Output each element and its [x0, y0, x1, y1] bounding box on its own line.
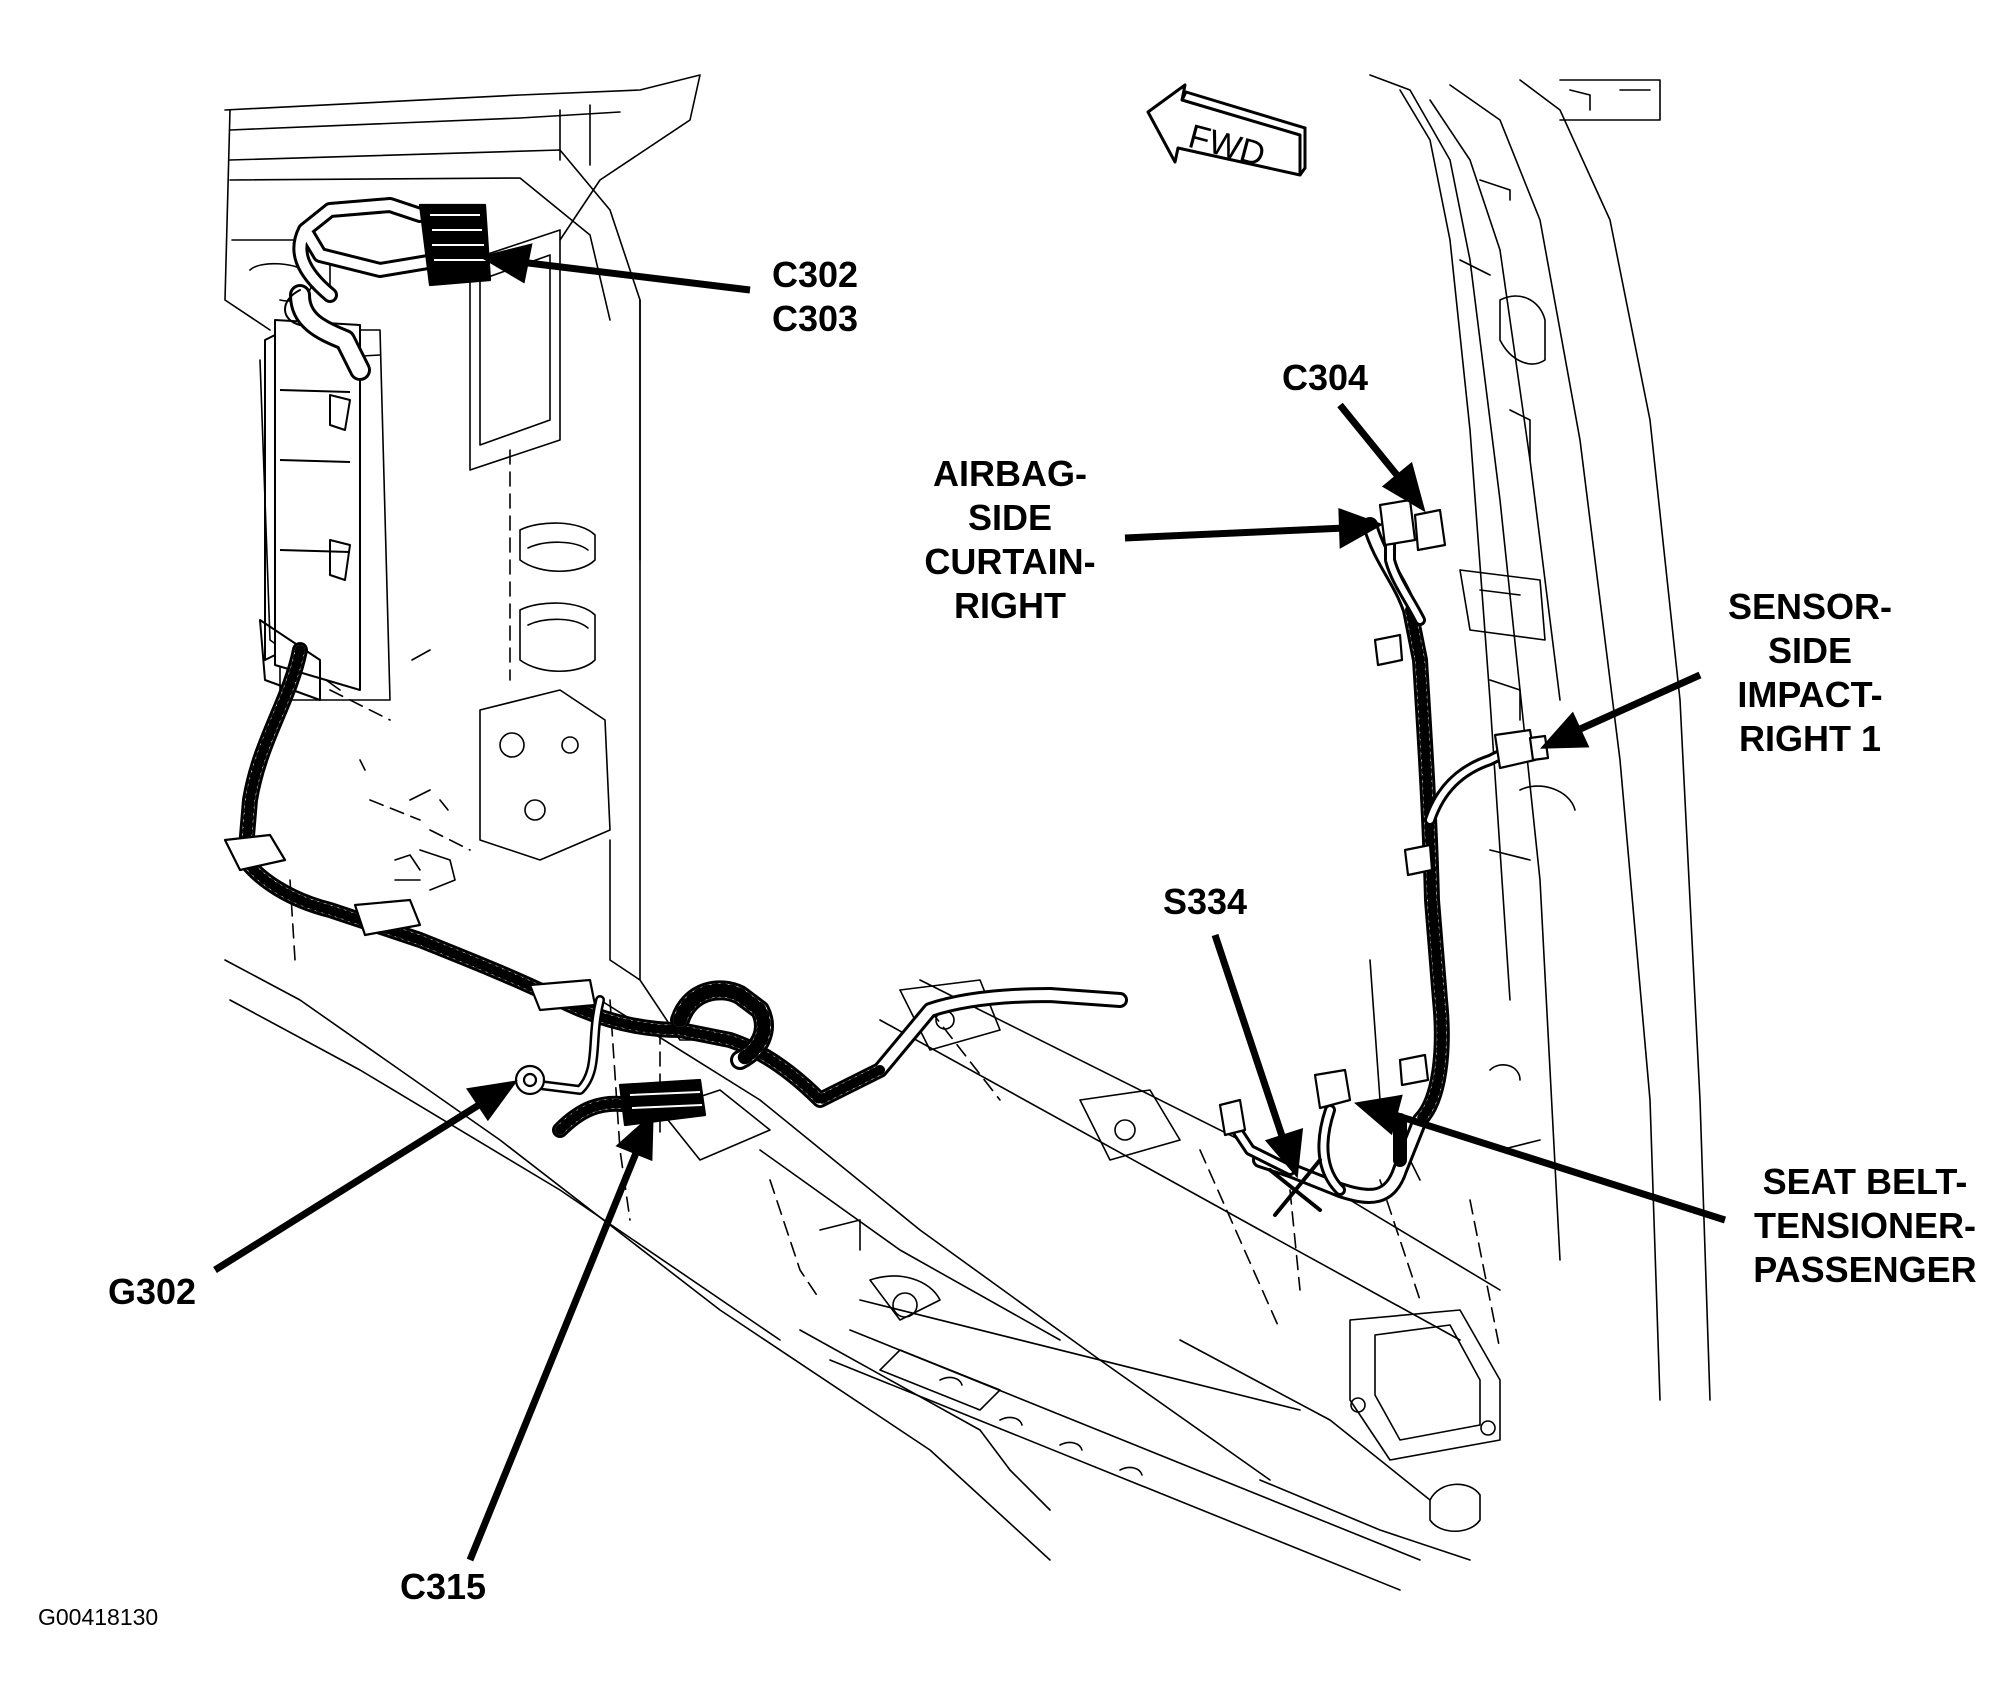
airbag-line-2: SIDE — [967, 497, 1053, 538]
seatbelt-line-2: TENSIONER- — [1753, 1205, 1976, 1246]
vehicle-body-linework — [224, 74, 1711, 1591]
airbag-line-1: AIRBAG- — [933, 453, 1087, 494]
seatbelt-line-3: PASSENGER — [1753, 1249, 1977, 1290]
label-sensor-side-impact-right-1: SENSOR- SIDE IMPACT- RIGHT 1 — [1710, 585, 1910, 761]
label-c303: C303 — [772, 298, 859, 339]
seatbelt-line-1: SEAT BELT- — [1762, 1161, 1968, 1202]
label-c302: C302 — [772, 254, 859, 295]
callout-arrows — [213, 243, 1727, 1562]
label-c315: C315 — [400, 1566, 487, 1607]
figure-id: G00418130 — [38, 1604, 159, 1630]
fwd-arrow: FWD — [1146, 83, 1307, 177]
sensor-line-2: SIDE — [1767, 630, 1853, 671]
airbag-line-3: CURTAIN- — [924, 541, 1096, 582]
sensor-line-3: IMPACT- — [1737, 674, 1883, 715]
s334-splice-mark — [1268, 1158, 1322, 1217]
sensor-line-1: SENSOR- — [1727, 586, 1893, 627]
control-module — [259, 319, 361, 701]
label-airbag-side-curtain-right: AIRBAG- SIDE CURTAIN- RIGHT — [905, 452, 1115, 628]
label-c304: C304 — [1282, 357, 1369, 398]
sensor-line-4: RIGHT 1 — [1738, 718, 1881, 759]
airbag-line-4: RIGHT — [954, 585, 1066, 626]
wiring-harness — [237, 197, 1516, 1204]
connectors — [223, 203, 1550, 1137]
label-s334: S334 — [1163, 881, 1248, 922]
label-seat-belt-tensioner-passenger: SEAT BELT- TENSIONER- PASSENGER — [1730, 1160, 2000, 1292]
label-g302: G302 — [108, 1271, 197, 1312]
